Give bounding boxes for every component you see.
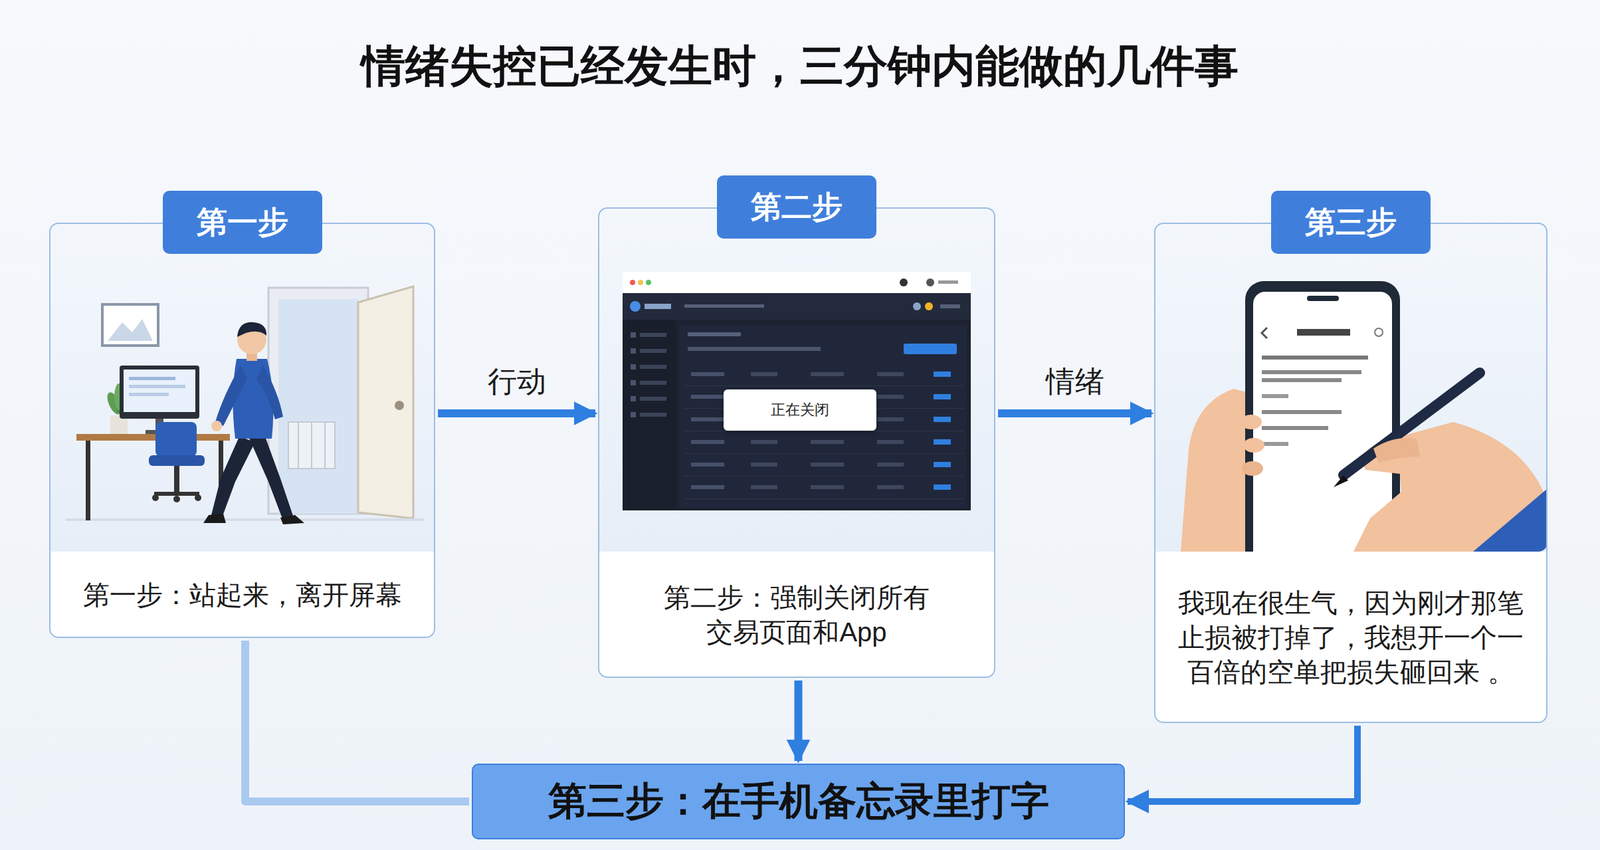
summary-band: 第三步：在手机备忘录里打字 xyxy=(471,763,1125,840)
edge-label: 情绪 xyxy=(1045,362,1105,402)
step-panel: 第一步第一步：站起来，离开屏幕 xyxy=(49,222,436,638)
title: 情绪失控已经发生时，三分钟内能做的几件事 xyxy=(0,39,1600,93)
step-panel: 第三步我现在很生气，因为刚才那笔止损被打掉了，我想开一个一百倍的空单把损失砸回来… xyxy=(1154,222,1548,723)
caption-text: 第一步：站起来，离开屏幕 xyxy=(83,577,402,612)
step-panel: 第二步第二步：强制关闭所有交易页面和App正在关闭 xyxy=(598,207,996,678)
panel-2-art xyxy=(598,207,996,678)
edge-label: 行动 xyxy=(487,362,547,402)
connector-arrow xyxy=(245,640,470,802)
caption-area: 第二步：强制关闭所有交易页面和App xyxy=(599,552,995,677)
step-tab: 第三步 xyxy=(1271,190,1431,254)
connector-arrow xyxy=(794,680,803,761)
step-tab: 第二步 xyxy=(716,175,877,239)
panel-3-art xyxy=(1154,222,1548,723)
panel-1-art xyxy=(49,222,436,638)
band-text: 第三步：在手机备忘录里打字 xyxy=(548,775,1050,828)
caption-area: 第一步：站起来，离开屏幕 xyxy=(50,552,434,637)
caption-area: 我现在很生气，因为刚才那笔止损被打掉了，我想开一个一百倍的空单把损失砸回来 。 xyxy=(1155,552,1547,722)
caption-text: 我现在很生气，因为刚才那笔止损被打掉了，我想开一个一百倍的空单把损失砸回来 。 xyxy=(1174,585,1527,690)
step-tab: 第一步 xyxy=(162,190,323,254)
dialog-text: 正在关闭 xyxy=(770,400,830,420)
caption-text: 第二步：强制关闭所有交易页面和App xyxy=(653,580,940,650)
closing-dialog: 正在关闭 xyxy=(723,389,877,431)
connector-arrow xyxy=(1127,725,1358,802)
connector-arrow xyxy=(437,409,596,418)
connector-arrow xyxy=(998,409,1152,418)
